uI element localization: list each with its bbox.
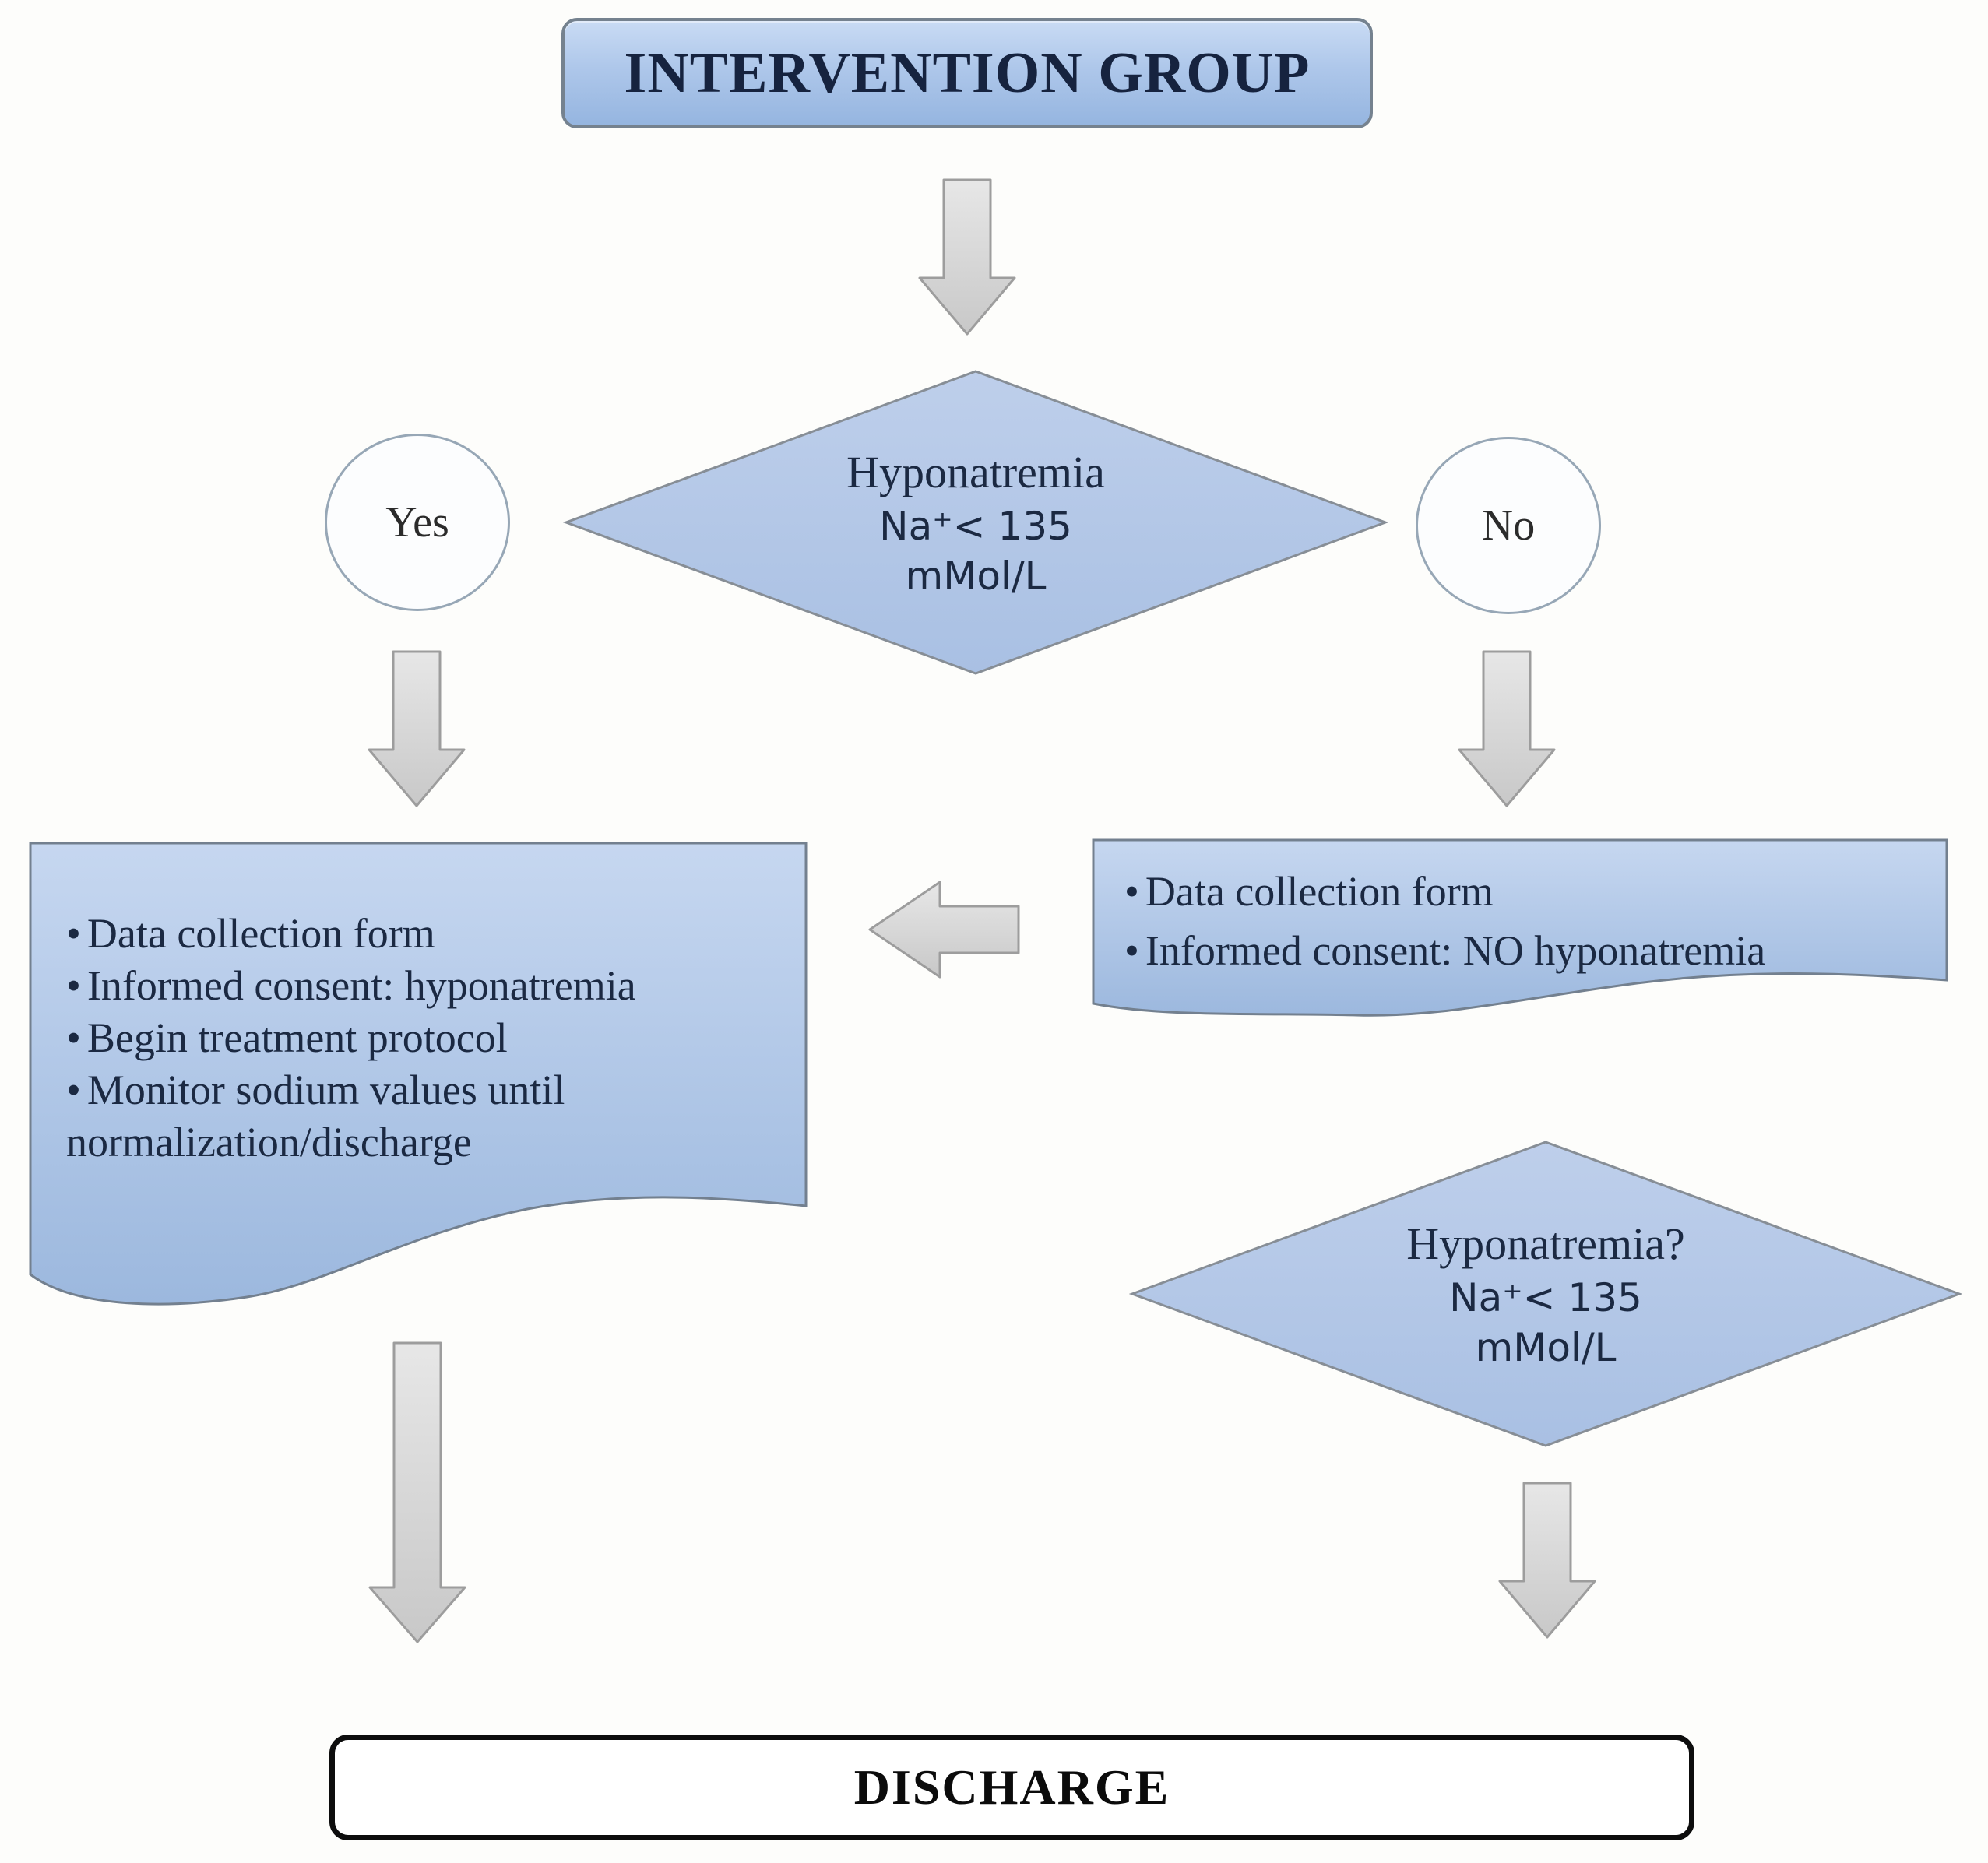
list-item: •Informed consent: hyponatremia (66, 960, 787, 1012)
decision2-line2: Na⁺< 135 (1449, 1275, 1642, 1320)
decision1-hyponatremia-diamond: Hyponatremia Na⁺< 135 mMol/L (563, 368, 1388, 677)
treatment-document-node: •Data collection form •Informed consent:… (29, 842, 809, 1313)
discharge-label: DISCHARGE (853, 1759, 1170, 1815)
start-node-intervention-group: INTERVENTION GROUP (561, 18, 1373, 128)
no-hyponatremia-document-node: •Data collection form •Informed consent:… (1092, 838, 1950, 1025)
list-item: •Informed consent: NO hyponatremia (1124, 921, 1931, 980)
yes-label: Yes (385, 498, 449, 547)
no-hyponatremia-document-text: •Data collection form •Informed consent:… (1124, 862, 1931, 980)
list-item: •Data collection form (1124, 862, 1931, 921)
bullet-icon: • (1124, 868, 1139, 915)
arrow-down-no-to-datacollection-icon (1458, 650, 1556, 807)
diamond-shape-icon (1129, 1141, 1962, 1447)
list-item-label: Informed consent: NO hyponatremia (1145, 927, 1766, 974)
list-item: •Monitor sodium values until normalizati… (66, 1064, 787, 1169)
decision2-text: Hyponatremia? Na⁺< 135 mMol/L (1129, 1139, 1962, 1449)
list-item-label: Data collection form (86, 910, 435, 957)
bullet-icon: • (66, 962, 81, 1009)
list-item: •Begin treatment protocol (66, 1012, 787, 1064)
list-item-label: Begin treatment protocol (86, 1014, 508, 1061)
decision1-line1: Hyponatremia (846, 447, 1105, 497)
yes-branch-circle: Yes (325, 434, 510, 611)
no-branch-circle: No (1416, 437, 1601, 614)
arrow-down-decision2-to-discharge-icon (1498, 1482, 1596, 1639)
arrow-down-treatment-to-discharge-icon (368, 1341, 466, 1643)
decision1-line2: Na⁺< 135 (879, 504, 1072, 549)
decision2-line3: mMol/L (1475, 1325, 1617, 1370)
decision2-hyponatremia-diamond: Hyponatremia? Na⁺< 135 mMol/L (1129, 1139, 1962, 1449)
treatment-document-text: •Data collection form •Informed consent:… (66, 908, 787, 1169)
list-item-label: Data collection form (1145, 868, 1494, 915)
bullet-icon: • (1124, 927, 1139, 974)
discharge-terminal-node: DISCHARGE (329, 1735, 1694, 1840)
arrow-down-yes-to-treatment-icon (368, 650, 466, 807)
arrow-down-title-to-decision1-icon (918, 178, 1016, 336)
list-item-label: Monitor sodium values until normalizatio… (66, 1067, 565, 1165)
document-shape-icon (29, 842, 808, 1306)
start-node-label: INTERVENTION GROUP (624, 40, 1311, 105)
diamond-shape-icon (563, 370, 1388, 675)
arrow-left-datacollection-to-treatment-icon (868, 881, 1020, 979)
decision1-line3: mMol/L (905, 554, 1047, 599)
decision2-line1: Hyponatremia? (1406, 1218, 1685, 1269)
list-item: •Data collection form (66, 908, 787, 960)
decision1-text: Hyponatremia Na⁺< 135 mMol/L (563, 368, 1388, 677)
bullet-icon: • (66, 1014, 81, 1061)
bullet-icon: • (66, 910, 81, 957)
list-item-label: Informed consent: hyponatremia (86, 962, 636, 1009)
no-label: No (1481, 501, 1536, 550)
bullet-icon: • (66, 1067, 81, 1113)
document-shape-icon (1092, 838, 1948, 1017)
